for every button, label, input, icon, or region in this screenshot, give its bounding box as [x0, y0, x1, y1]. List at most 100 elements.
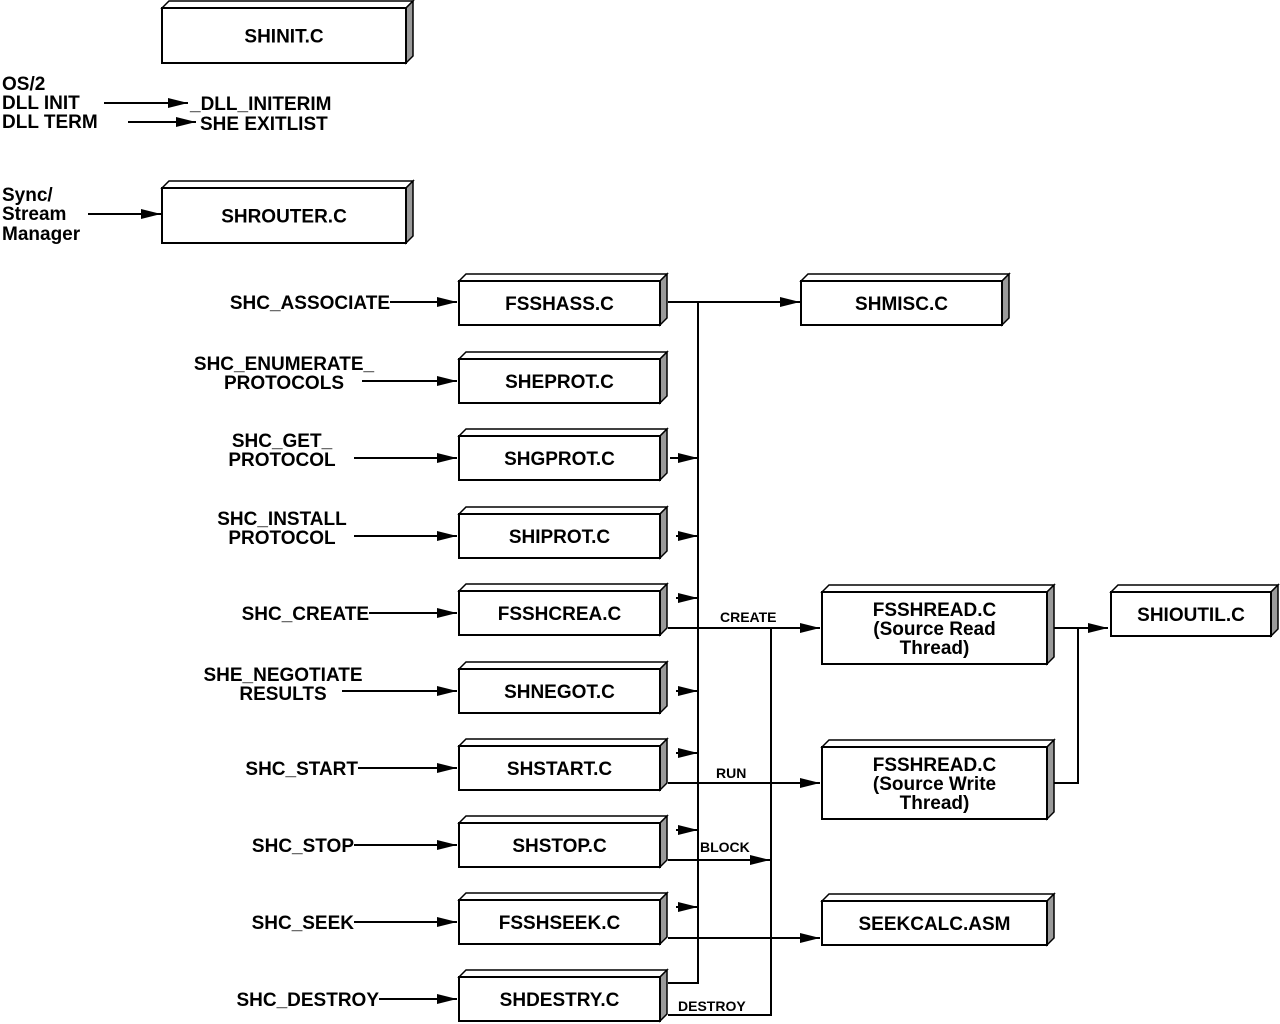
box-label-shinit: SHINIT.C	[244, 27, 323, 48]
box-top	[457, 738, 669, 747]
box-label-fsshread-w-3: Thread)	[900, 793, 970, 814]
box-face	[458, 668, 661, 714]
module-sheprot: SHEPROT.C	[457, 350, 669, 405]
box-top	[820, 584, 1056, 593]
box-label-fsshcrea: FSSHCREA.C	[498, 604, 622, 625]
label-shc-enumerate-2: PROTOCOLS	[224, 373, 344, 394]
box-face	[458, 822, 661, 868]
box-label-sheprot: SHEPROT.C	[505, 372, 614, 393]
label-she-negotiate-2: RESULTS	[239, 684, 326, 705]
box-face	[458, 280, 661, 326]
module-shstop: SHSTOP.C	[457, 814, 669, 869]
edge-label-destroy: DESTROY	[678, 998, 746, 1014]
label-shc-destroy: SHC_DESTROY	[236, 990, 379, 1011]
box-face	[161, 7, 407, 64]
module-fsshseek: FSSHSEEK.C	[457, 891, 669, 946]
box-top	[457, 583, 669, 592]
input-labels: OS/2 DLL INIT DLL TERM _DLL_INITERIM SHE…	[2, 74, 390, 1011]
box-label-shstart: SHSTART.C	[507, 759, 612, 780]
box-label-seekcalc: SEEKCALC.ASM	[858, 914, 1010, 935]
box-top	[457, 661, 669, 670]
box-side	[1046, 738, 1055, 821]
label-dll-initerim: _DLL_INITERIM	[189, 94, 331, 115]
box-face	[458, 590, 661, 636]
box-label-shiprot: SHIPROT.C	[509, 527, 611, 548]
label-shc-associate: SHC_ASSOCIATE	[230, 293, 390, 314]
bus-vertical	[668, 302, 699, 984]
label-sync-3: Manager	[2, 224, 81, 245]
label-shc-create: SHC_CREATE	[242, 604, 369, 625]
line-destroy	[668, 628, 772, 1016]
box-side	[659, 660, 668, 715]
module-shdestry: SHDESTRY.C	[457, 968, 669, 1023]
box-top	[457, 892, 669, 901]
box-face	[458, 435, 661, 481]
module-shrouter: SHROUTER.C	[160, 179, 415, 245]
box-label-fsshread-r-3: Thread)	[900, 638, 970, 659]
box-top	[457, 273, 669, 282]
edge-label-run: RUN	[716, 765, 746, 781]
box-side	[1001, 272, 1010, 327]
box-side	[659, 737, 668, 792]
box-side	[405, 179, 414, 245]
module-shstart: SHSTART.C	[457, 737, 669, 792]
box-face	[1110, 591, 1272, 637]
module-fsshcrea: FSSHCREA.C	[457, 582, 669, 637]
label-shc-get-1: SHC_GET_	[232, 431, 333, 452]
box-label-shdestry: SHDESTRY.C	[500, 990, 620, 1011]
box-side	[659, 505, 668, 560]
module-shinit: SHINIT.C	[160, 0, 415, 65]
module-boxes: SHINIT.C SHROUTER.C FSSHASS.C SHEPROT.C SHGP…	[160, 0, 1280, 1023]
box-side	[1270, 583, 1279, 638]
label-dll-term: DLL TERM	[2, 112, 98, 133]
box-label-shstop: SHSTOP.C	[512, 836, 607, 857]
box-label-fsshread-r-1: FSSHREAD.C	[873, 600, 997, 621]
box-label-fsshass: FSSHASS.C	[505, 294, 614, 315]
box-label-shrouter: SHROUTER.C	[221, 207, 347, 228]
module-seekcalc: SEEKCALC.ASM	[820, 892, 1056, 947]
label-shc-install-1: SHC_INSTALL	[217, 509, 347, 530]
label-she-negotiate-1: SHE_NEGOTIATE	[203, 665, 362, 686]
module-shiprot: SHIPROT.C	[457, 505, 669, 560]
box-label-shgprot: SHGPROT.C	[504, 449, 615, 470]
box-top	[457, 969, 669, 978]
line-fsshread-join	[1054, 627, 1079, 784]
box-top	[820, 893, 1056, 902]
box-label-fsshread-r-2: (Source Read	[873, 619, 995, 640]
box-label-shioutil: SHIOUTIL.C	[1137, 605, 1245, 626]
box-side	[659, 427, 668, 482]
box-label-fsshread-w-2: (Source Write	[873, 774, 996, 795]
box-top	[160, 180, 415, 189]
edge-labels: CREATE RUN BLOCK DESTROY	[678, 609, 777, 1014]
label-os2: OS/2	[2, 74, 45, 95]
box-side	[659, 350, 668, 405]
label-shc-get-2: PROTOCOL	[228, 450, 336, 471]
box-label-shmisc: SHMISC.C	[855, 294, 948, 315]
box-face	[458, 358, 661, 404]
label-shc-start: SHC_START	[245, 759, 358, 780]
box-label-shnegot: SHNEGOT.C	[504, 682, 615, 703]
box-side	[1046, 892, 1055, 947]
label-sync-2: Stream	[2, 204, 66, 225]
box-side	[659, 814, 668, 869]
box-face	[821, 591, 1048, 665]
module-fsshass: FSSHASS.C	[457, 272, 669, 327]
box-face	[458, 899, 661, 945]
label-shc-stop: SHC_STOP	[252, 836, 354, 857]
box-face	[458, 976, 661, 1022]
label-shc-install-2: PROTOCOL	[228, 528, 336, 549]
module-shgprot: SHGPROT.C	[457, 427, 669, 482]
box-side	[1046, 583, 1055, 666]
box-top	[457, 815, 669, 824]
module-shioutil: SHIOUTIL.C	[1109, 583, 1280, 638]
box-side	[659, 891, 668, 946]
label-shc-seek: SHC_SEEK	[252, 913, 355, 934]
box-side	[659, 582, 668, 637]
box-top	[457, 351, 669, 360]
label-dll-init: DLL INIT	[2, 93, 80, 114]
box-side	[405, 0, 414, 65]
box-label-fsshread-w-1: FSSHREAD.C	[873, 755, 997, 776]
module-shmisc: SHMISC.C	[799, 272, 1011, 327]
